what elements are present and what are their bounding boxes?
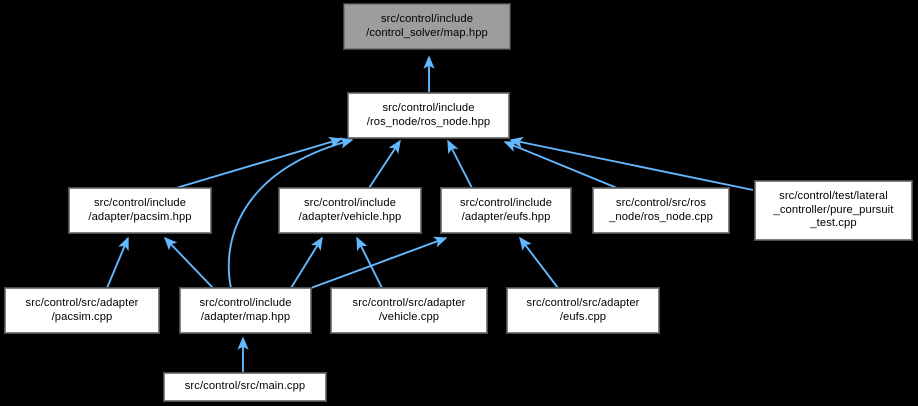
graph-node-label: src/control/src/adapter /vehicle.cpp xyxy=(352,297,466,323)
graph-edge xyxy=(310,236,448,289)
graph-node-label: src/control/src/adapter /eufs.cpp xyxy=(526,297,640,323)
graph-node-label: src/control/include /ros_node/ros_node.h… xyxy=(366,102,491,128)
graph-node-src-ros-node-cpp[interactable]: src/control/src/ros _node/ros_node.cpp xyxy=(592,187,730,234)
graph-node-src-adapter-vehicle-cpp[interactable]: src/control/src/adapter /vehicle.cpp xyxy=(330,287,488,334)
graph-edge xyxy=(163,236,214,289)
graph-node-ros-node-hpp[interactable]: src/control/include /ros_node/ros_node.h… xyxy=(347,92,510,139)
graph-node-label: src/control/src/main.cpp xyxy=(184,380,306,393)
graph-node-label: src/control/test/lateral _controller/pur… xyxy=(773,190,894,230)
graph-node-src-adapter-pacsim-cpp[interactable]: src/control/src/adapter /pacsim.cpp xyxy=(4,287,160,334)
graph-node-label: src/control/include /adapter/eufs.hpp xyxy=(459,197,553,223)
graph-edge xyxy=(368,139,401,189)
graph-node-pure-pursuit-test-cpp[interactable]: src/control/test/lateral _controller/pur… xyxy=(754,180,913,241)
graph-edge xyxy=(519,236,559,289)
graph-edge xyxy=(447,139,473,189)
graph-node-src-main-cpp[interactable]: src/control/src/main.cpp xyxy=(163,372,327,402)
graph-edge xyxy=(175,136,343,189)
graph-edge xyxy=(503,141,618,189)
graph-edge xyxy=(290,236,323,289)
graph-node-label: src/control/include /adapter/map.hpp xyxy=(199,297,292,323)
graph-node-label: src/control/include /adapter/pacsim.hpp xyxy=(88,197,192,223)
graph-node-adapter-pacsim-hpp[interactable]: src/control/include /adapter/pacsim.hpp xyxy=(68,187,212,234)
graph-node-adapter-eufs-hpp[interactable]: src/control/include /adapter/eufs.hpp xyxy=(440,187,572,234)
graph-node-label: src/control/include /adapter/vehicle.hpp xyxy=(298,197,402,223)
graph-node-label: src/control/src/ros _node/ros_node.cpp xyxy=(609,197,713,223)
graph-node-label: src/control/include /control_solver/map.… xyxy=(366,13,488,39)
graph-node-label: src/control/src/adapter /pacsim.cpp xyxy=(25,297,139,323)
graph-node-src-adapter-eufs-cpp[interactable]: src/control/src/adapter /eufs.cpp xyxy=(506,287,660,334)
graph-edge xyxy=(106,236,129,289)
graph-node-adapter-vehicle-hpp[interactable]: src/control/include /adapter/vehicle.hpp xyxy=(278,187,422,234)
graph-node-control-solver-map-hpp[interactable]: src/control/include /control_solver/map.… xyxy=(343,3,511,50)
graph-edge xyxy=(356,236,383,289)
graph-edge xyxy=(509,136,754,191)
graph-node-adapter-map-hpp[interactable]: src/control/include /adapter/map.hpp xyxy=(179,287,312,334)
